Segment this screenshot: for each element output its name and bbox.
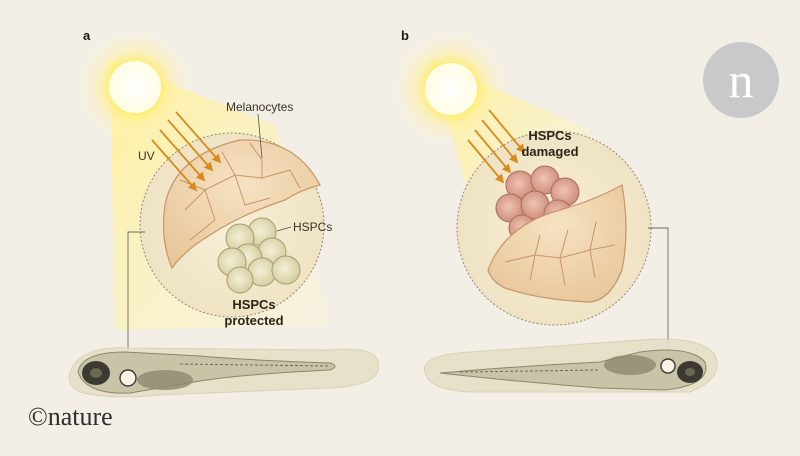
uv-arrow-icon [175,111,222,164]
uv-arrow-icon [159,129,206,182]
hspcs-leader [276,226,292,232]
nature-logo-icon: n [703,42,779,118]
melanocytes-leader [257,113,263,159]
sun-core [425,63,477,115]
panel-a-hspc-cluster [217,217,301,294]
uv-arrow-icon [488,109,526,154]
panel-a-status-line1: HSPCs [232,297,275,312]
hspcs-label: HSPCs [293,220,332,234]
panel-b: b HSPCs damaged [393,28,718,393]
panel-b-status-line1: HSPCs [528,128,571,143]
panel-a-zebrafish [68,347,379,398]
panel-a-status-line2: protected [224,313,283,328]
zebrafish-region-marker [119,369,137,387]
uv-arrow-icon [151,139,198,192]
panel-b-letter: b [401,28,409,43]
zebrafish-region-marker [660,358,676,374]
panel-a-uv-arrows [151,111,222,192]
zebrafish-yolk [604,355,656,375]
uv-arrow-icon [467,139,505,184]
uv-arrow-icon [167,119,214,172]
hspc-cell-icon [271,255,301,285]
uv-arrow-icon [481,119,519,164]
panel-a: a [68,28,379,398]
nature-logo-letter: n [729,52,754,108]
panel-b-zebrafish [424,338,718,393]
panel-a-letter: a [83,28,91,43]
zebrafish-notochord [179,363,331,367]
melanocytes-label: Melanocytes [226,100,293,114]
panel-b-melanocyte-shell [487,184,627,303]
panel-b-connector [648,227,669,362]
hspc-cell-icon [226,266,254,294]
zebrafish-notochord [459,369,601,373]
nature-wordmark: ©nature [28,402,113,431]
panel-b-status-line2: damaged [521,144,578,159]
zebrafish-yolk [137,370,193,390]
nature-logo-circle [703,42,779,118]
uv-arrow-icon [474,129,512,174]
panel-a-connector [127,231,145,375]
sun-core [109,61,161,113]
uv-label: UV [138,149,155,163]
panel-b-uv-arrows [467,109,526,184]
